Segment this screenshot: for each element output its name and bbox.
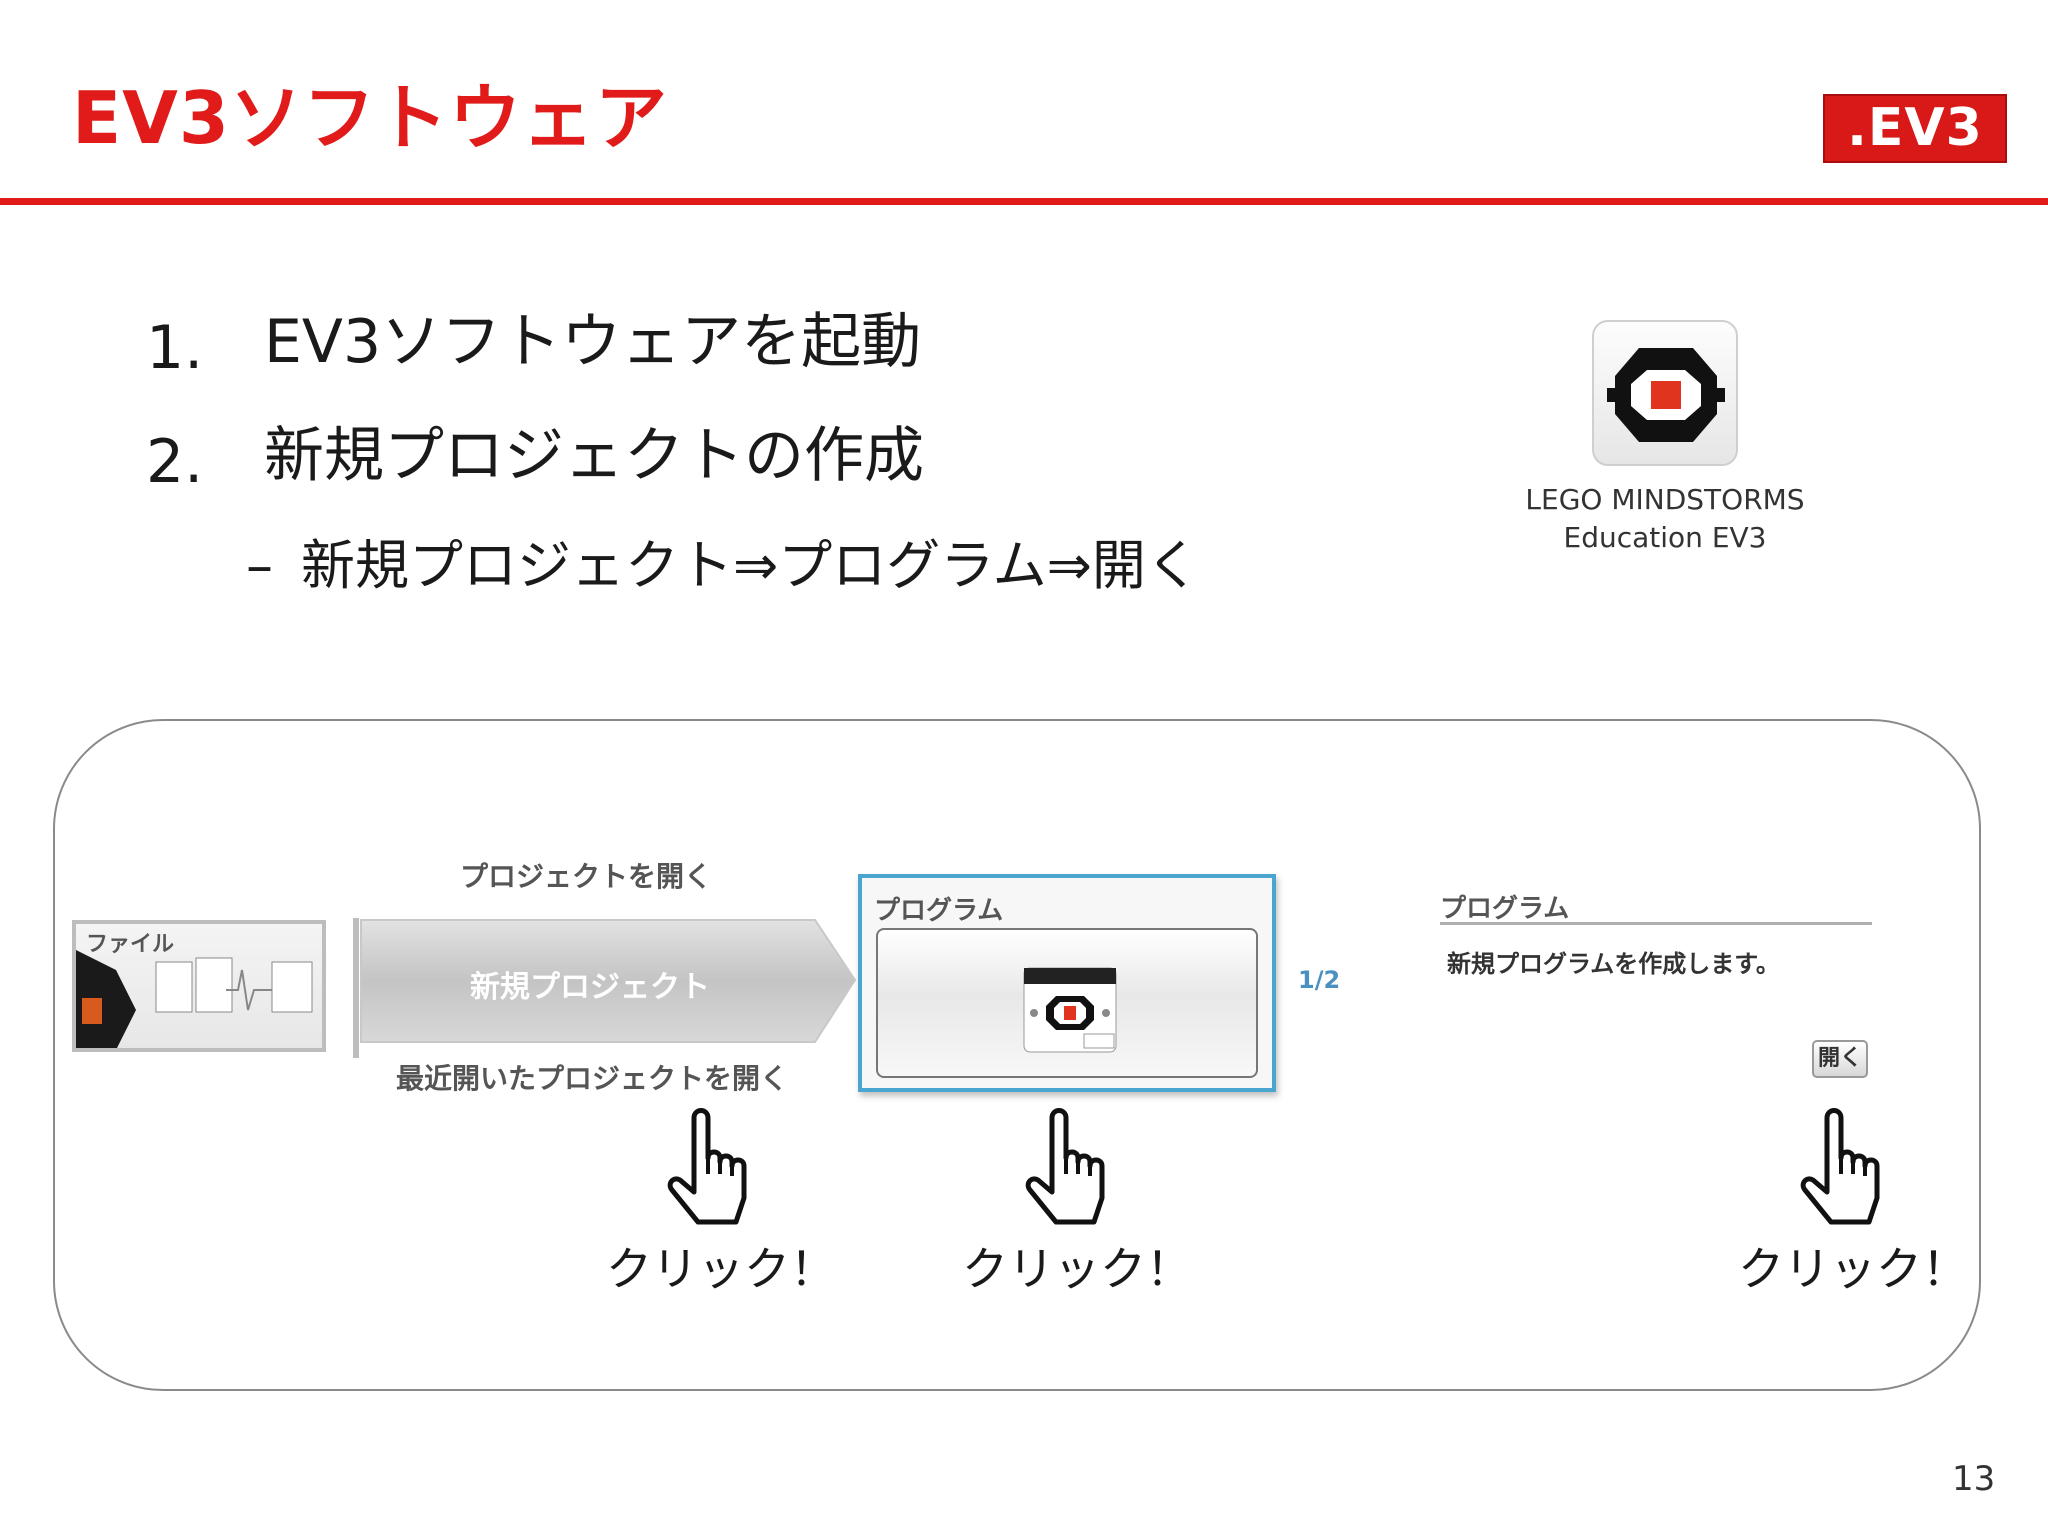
pointer-hand-icon [1025,1108,1105,1225]
bullet-2-number: 2. [146,427,204,497]
program-card[interactable]: プログラム [858,874,1276,1092]
program-preview [876,928,1258,1078]
bullet-1-number: 1. [146,313,204,383]
new-project-label: 新規プロジェクト [470,970,710,1005]
file-thumbnail[interactable]: ファイル [72,920,326,1052]
program-desc-title: プログラム [1440,894,1570,924]
title-divider [0,198,2048,205]
slide-title: EV3ソフトウェア [72,76,669,160]
click-label-1: クリック！ [606,1242,836,1296]
sub-bullet-text: 新規プロジェクト⇒プログラム⇒開く [301,534,1200,597]
file-thumbnail-graphic [76,950,313,1048]
file-label: ファイル [86,932,175,957]
app-icon-label: LEGO MINDSTORMS Education EV3 [1482,481,1848,557]
app-label-line2: Education EV3 [1563,521,1767,554]
sub-bullet: –新規プロジェクト⇒プログラム⇒開く [246,539,1200,593]
open-button[interactable]: 開く [1812,1040,1868,1078]
new-project-arrow[interactable] [353,918,857,1058]
app-label-line1: LEGO MINDSTORMS [1525,483,1805,516]
click-label-3: クリック！ [1738,1242,1968,1296]
page-number: 13 [1952,1459,1996,1499]
pager[interactable]: 1/2 [1298,966,1341,994]
program-card-label: プログラム [874,896,1004,926]
ev3-app-icon [1592,320,1738,466]
pointer-hand-icon [667,1108,747,1225]
ev3-logo: .EV3 [1823,94,2007,163]
bullet-1-text: EV3ソフトウェアを起動 [264,307,922,377]
recent-projects-link[interactable]: 最近開いたプロジェクトを開く [395,1062,788,1095]
program-desc-divider [1440,922,1872,925]
open-project-link[interactable]: プロジェクトを開く [460,860,713,893]
program-desc-text: 新規プログラムを作成します。 [1447,950,1780,978]
click-label-2: クリック！ [962,1242,1192,1296]
program-brick-icon [1023,967,1117,1053]
bullet-2-text: 新規プロジェクトの作成 [264,421,924,491]
sub-bullet-dash: – [246,534,273,597]
ev3-brick-icon [1607,348,1725,442]
pointer-hand-icon [1800,1108,1880,1225]
